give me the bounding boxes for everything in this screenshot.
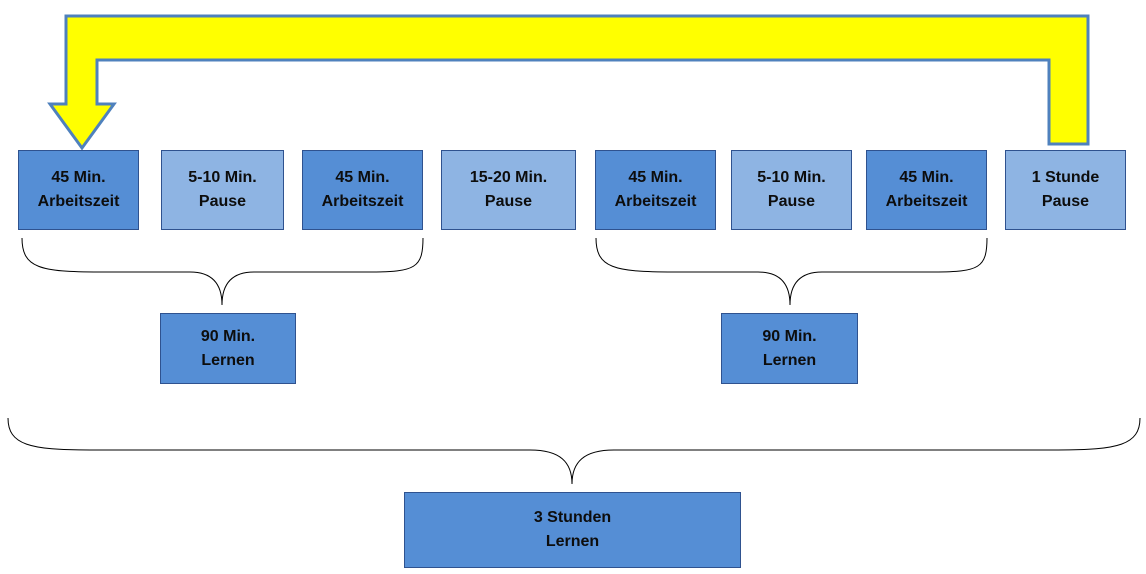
step-box-8-line2: Pause [1041,193,1090,210]
step-box-4-line1: 15-20 Min. [469,169,548,186]
step-box-4-line2: Pause [484,193,533,210]
step-box-2-line1: 5-10 Min. [188,169,257,186]
total-box-line1: 3 Stunden [533,509,612,526]
step-box-6: 5-10 Min. Pause [731,150,852,230]
total-box: 3 Stunden Lernen [404,492,741,568]
group-box-1-line1: 90 Min. [200,327,256,345]
group-box-1-line2: Lernen [201,351,255,369]
step-box-4: 15-20 Min. Pause [441,150,576,230]
group-box-2-line1: 90 Min. [762,327,817,345]
step-box-1-line1: 45 Min. [51,169,106,186]
step-box-1-line2: Arbeitszeit [37,193,120,210]
step-box-5-line2: Arbeitszeit [614,193,697,210]
step-box-5: 45 Min. Arbeitszeit [595,150,716,230]
step-box-8-line1: 1 Stunde [1031,169,1100,186]
brace-total [7,417,1141,485]
step-box-3-line2: Arbeitszeit [321,193,404,210]
group-box-2: 90 Min. Lernen [721,313,858,384]
total-box-line2: Lernen [545,533,600,550]
step-box-3-line1: 45 Min. [335,169,390,186]
group-box-1: 90 Min. Lernen [160,313,296,384]
step-box-1: 45 Min. Arbeitszeit [18,150,139,230]
step-box-2: 5-10 Min. Pause [161,150,284,230]
step-box-3: 45 Min. Arbeitszeit [302,150,423,230]
step-box-7-line1: 45 Min. [899,169,954,186]
brace-group-2 [595,237,988,306]
step-box-2-line2: Pause [198,193,247,210]
loop-arrow [47,14,1090,151]
step-box-8: 1 Stunde Pause [1005,150,1126,230]
step-box-5-line1: 45 Min. [628,169,683,186]
step-box-7: 45 Min. Arbeitszeit [866,150,987,230]
group-box-2-line2: Lernen [762,351,817,369]
step-box-7-line2: Arbeitszeit [885,193,968,210]
step-box-6-line2: Pause [767,193,816,210]
step-box-6-line1: 5-10 Min. [757,169,826,186]
brace-group-1 [21,237,424,306]
